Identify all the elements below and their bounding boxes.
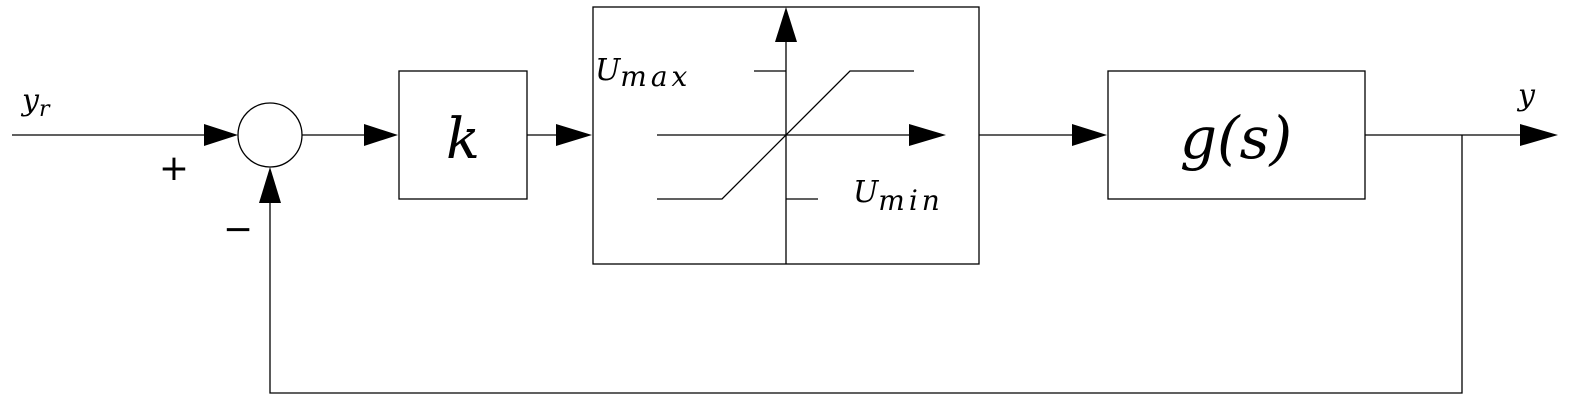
feedback-arrowhead [259, 167, 281, 203]
output-arrowhead [1520, 124, 1558, 146]
summing-junction [237, 102, 303, 168]
plant-label: g(s) [1180, 104, 1292, 172]
input-arrowhead [204, 124, 238, 146]
error-arrowhead [364, 124, 398, 146]
actuator-arrowhead [1072, 124, 1107, 146]
plus-sign: + [159, 148, 189, 189]
lower-limit-subscript: min [878, 184, 944, 217]
saturation-curve [657, 70, 914, 200]
saturation-vertical-arrowhead [775, 7, 797, 42]
upper-limit-subscript: max [620, 60, 691, 93]
output-signal-label: y [1516, 78, 1536, 113]
minus-sign: − [223, 209, 253, 250]
control-arrowhead [556, 124, 592, 146]
feedback-path [269, 135, 1463, 394]
reference-subscript: r [39, 97, 51, 122]
gain-label: k [446, 107, 480, 172]
lower-limit-label: Umin [853, 175, 944, 217]
upper-limit-label: Umax [595, 53, 691, 93]
reference-signal-label: yr [20, 83, 51, 122]
saturation-horizontal-arrowhead [909, 124, 946, 146]
